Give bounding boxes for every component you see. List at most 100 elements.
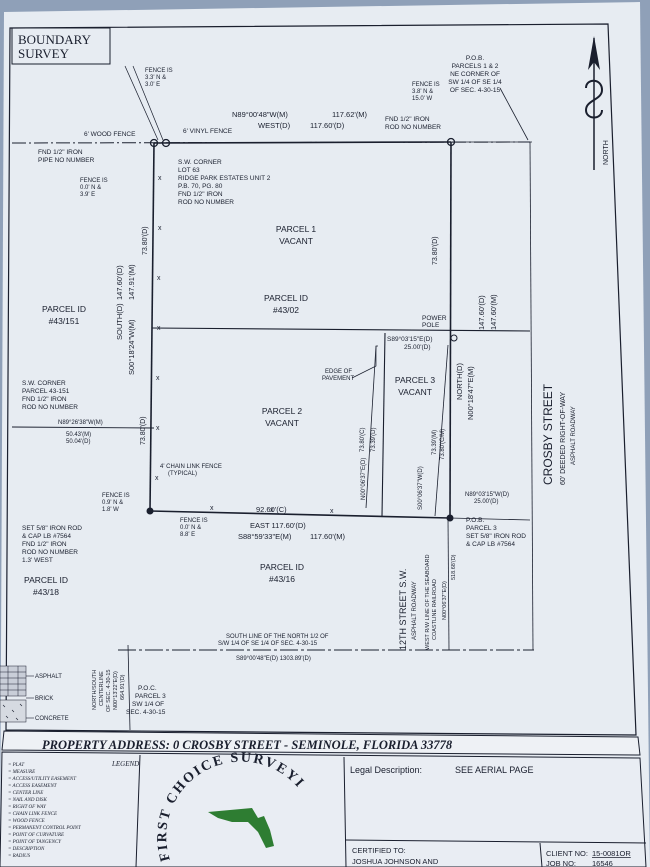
svg-text:& CAP LB #7564: & CAP LB #7564 bbox=[22, 533, 71, 540]
crosby-surface: ASPHALT ROADWAY bbox=[571, 406, 577, 465]
svg-text:PARCEL ID: PARCEL ID bbox=[264, 293, 308, 303]
svg-text:= ACCESS EASEMENT: = ACCESS EASEMENT bbox=[8, 784, 58, 789]
svg-text:POLE: POLE bbox=[422, 322, 440, 329]
crosby-street: CROSBY STREET bbox=[541, 383, 555, 485]
svg-text:VACANT: VACANT bbox=[265, 418, 299, 428]
svg-text:& CAP LB #7564: & CAP LB #7564 bbox=[466, 541, 515, 548]
svg-text:FENCE IS: FENCE IS bbox=[102, 493, 130, 499]
svg-text:FND 1/2" IRON: FND 1/2" IRON bbox=[22, 396, 67, 403]
parcel-id-43-16: PARCEL ID #43/16 bbox=[260, 562, 304, 584]
row-line-2: COASTLINE RAILROAD bbox=[432, 579, 438, 640]
svg-text:x: x bbox=[157, 325, 161, 332]
sw-corner-43-151: S.W. CORNER PARCEL 43-151 FND 1/2" IRON … bbox=[22, 380, 78, 411]
svg-text:x: x bbox=[210, 505, 214, 512]
title-block bbox=[0, 751, 647, 867]
property-boundary bbox=[149, 141, 534, 651]
svg-text:x: x bbox=[270, 507, 274, 514]
centerline-1: NORTH/SOUTH bbox=[92, 670, 98, 710]
svg-text:POWER: POWER bbox=[422, 315, 447, 322]
svg-text:P.B. 70, PG. 80: P.B. 70, PG. 80 bbox=[178, 183, 223, 190]
row-line-4: 518.68'(D) bbox=[451, 554, 457, 580]
centerline-4: N00°13'22"E(D) bbox=[113, 671, 119, 710]
nw-bearing: N89°26'38"W(M) bbox=[58, 420, 103, 426]
pob-parcel3-note: P.O.B. PARCEL 3 SET 5/8" IRON ROD & CAP … bbox=[466, 517, 526, 548]
svg-text:ROD NO NUMBER: ROD NO NUMBER bbox=[22, 404, 78, 411]
property-address: PROPERTY ADDRESS: 0 CROSBY STREET - SEMI… bbox=[42, 738, 453, 752]
fnd-ne-note: FND 1/2" IRON ROD NO NUMBER bbox=[385, 116, 441, 131]
legend-asphalt: ASPHALT bbox=[35, 674, 62, 680]
svg-text:PARCEL 3: PARCEL 3 bbox=[466, 525, 497, 532]
row-line-3: N00°06'37"E(D) bbox=[442, 581, 448, 620]
material-legend: ASPHALT BRICK CONCRETE bbox=[0, 665, 69, 723]
svg-text:FND 1/2" IRON: FND 1/2" IRON bbox=[385, 116, 430, 123]
centerline-3: OF SEC. 4-30-15 bbox=[106, 670, 112, 713]
svg-text:PARCEL 2: PARCEL 2 bbox=[262, 406, 302, 416]
svg-text:#43/151: #43/151 bbox=[49, 316, 80, 326]
svg-text:OF SEC. 4-30-15: OF SEC. 4-30-15 bbox=[450, 87, 501, 94]
svg-text:= POINT OF TANGENCY: = POINT OF TANGENCY bbox=[8, 840, 62, 845]
svg-text:FND 1/2" IRON: FND 1/2" IRON bbox=[38, 149, 83, 156]
legal-desc-value: SEE AERIAL PAGE bbox=[455, 765, 534, 775]
pob-leader bbox=[499, 87, 529, 141]
south-bearing-m: S88°59'33"E(M) bbox=[238, 532, 292, 541]
svg-text:#43/16: #43/16 bbox=[269, 574, 295, 584]
parcel2-label: PARCEL 2 VACANT bbox=[262, 406, 302, 428]
north-label: NORTH bbox=[603, 140, 610, 165]
north-bearing-d: WEST(D) bbox=[258, 121, 291, 130]
monuments bbox=[146, 137, 458, 522]
svg-text:FENCE IS: FENCE IS bbox=[180, 518, 208, 524]
south-dist-m: 117.60'(M) bbox=[310, 532, 346, 541]
job-label: JOB NO: bbox=[546, 859, 576, 867]
svg-text:= NAIL AND DISK: = NAIL AND DISK bbox=[8, 798, 48, 803]
svg-text:#43/02: #43/02 bbox=[273, 305, 299, 315]
svg-text:PARCEL 43-151: PARCEL 43-151 bbox=[22, 388, 70, 395]
east-dist-m: 147.60'(M) bbox=[489, 294, 498, 330]
svg-text:x: x bbox=[156, 375, 160, 382]
svg-text:3.8' N &: 3.8' N & bbox=[412, 89, 433, 95]
se-bearing: N89°03'15"W(D) bbox=[465, 492, 509, 498]
row-line-1: WEST R/W LINE OF THE SEABOARD bbox=[425, 555, 431, 650]
svg-text:ROD NO NUMBER: ROD NO NUMBER bbox=[385, 124, 441, 131]
svg-text:(TYPICAL): (TYPICAL) bbox=[168, 471, 197, 477]
svg-text:0.9' N &: 0.9' N & bbox=[102, 500, 123, 506]
svg-text:SOUTH LINE OF THE NORTH 1/2 OF: SOUTH LINE OF THE NORTH 1/2 OF bbox=[226, 634, 329, 640]
fence-sw-note: FENCE IS 0.9' N & 1.8' W bbox=[102, 493, 130, 513]
svg-text:P.O.B.: P.O.B. bbox=[466, 55, 485, 62]
centerline-2: CENTERLINE bbox=[99, 671, 105, 706]
svg-text:SET 5/8" IRON ROD: SET 5/8" IRON ROD bbox=[466, 533, 526, 540]
north-arrow: NORTH bbox=[584, 36, 610, 170]
sw-corner-lot63: S.W. CORNER LOT 63 RIDGE PARK ESTATES UN… bbox=[178, 159, 271, 206]
svg-text:x: x bbox=[158, 225, 162, 232]
fence-nw-note: FENCE IS 3.3' N & 3.0' E bbox=[145, 68, 173, 88]
west-seg2: 73.80'(D) bbox=[140, 416, 147, 445]
nw-dist1: 50.43'(M) bbox=[66, 432, 91, 438]
svg-text:VACANT: VACANT bbox=[398, 387, 432, 397]
svg-text:PARCEL ID: PARCEL ID bbox=[42, 304, 86, 314]
west-south-d: SOUTH(D) bbox=[115, 303, 124, 340]
svg-text:FENCE IS: FENCE IS bbox=[80, 178, 108, 184]
fence-w-note: FENCE IS 0.0' N & 3.9' E bbox=[80, 178, 108, 198]
svg-text:SEC. 4-30-15: SEC. 4-30-15 bbox=[126, 709, 166, 716]
client-value: 15-0081OR bbox=[592, 849, 631, 858]
svg-text:0.0' N &: 0.0' N & bbox=[180, 525, 201, 531]
svg-text:x: x bbox=[156, 425, 160, 432]
florida-icon bbox=[208, 808, 274, 848]
edge-pavement-note: EDGE OF PAVEMENT bbox=[322, 369, 354, 382]
legal-desc-label: Legal Description: bbox=[350, 765, 422, 775]
svg-text:SW 1/4 OF SE 1/4: SW 1/4 OF SE 1/4 bbox=[448, 79, 502, 86]
power-pole-label: POWER POLE bbox=[422, 315, 447, 329]
mid-bearing: S89°03'15"E(D) bbox=[387, 335, 433, 343]
svg-text:PARCEL 3: PARCEL 3 bbox=[395, 375, 435, 385]
svg-text:1.3' WEST: 1.3' WEST bbox=[22, 557, 53, 564]
svg-text:3.0' E: 3.0' E bbox=[145, 82, 160, 88]
svg-text:S.W. CORNER: S.W. CORNER bbox=[178, 159, 222, 166]
svg-text:FND 1/2" IRON: FND 1/2" IRON bbox=[178, 191, 223, 198]
street-12th: 12TH STREET S.W. bbox=[398, 569, 408, 650]
svg-text:PARCEL ID: PARCEL ID bbox=[24, 575, 68, 585]
svg-text:PIPE NO NUMBER: PIPE NO NUMBER bbox=[38, 157, 95, 164]
svg-text:= RADIUS: = RADIUS bbox=[8, 854, 31, 859]
north-dist-d: 117.60'(D) bbox=[310, 121, 345, 130]
east-dist-d: 147.60'(D) bbox=[477, 295, 486, 330]
